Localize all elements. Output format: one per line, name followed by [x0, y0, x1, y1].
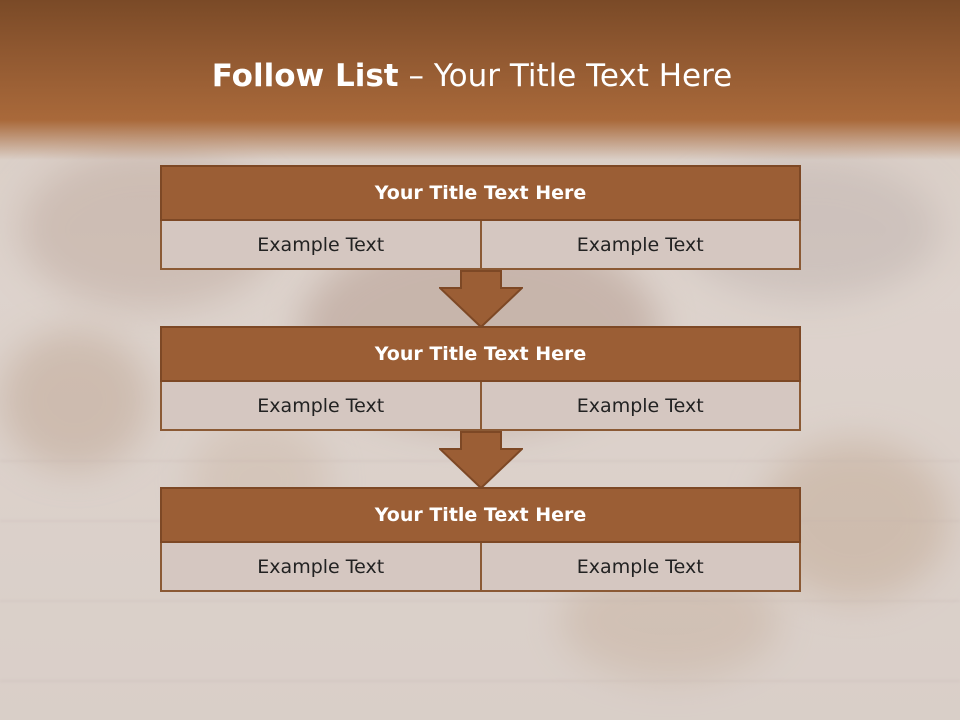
block-row: Example Text Example Text — [160, 221, 801, 270]
block-cell-right: Example Text — [481, 221, 801, 270]
slide-title: Follow List – Your Title Text Here — [0, 56, 944, 96]
block-title: Your Title Text Here — [160, 165, 801, 221]
list-block-1: Your Title Text Here Example Text Exampl… — [160, 165, 801, 270]
block-title: Your Title Text Here — [160, 487, 801, 543]
slide-title-rest: – Your Title Text Here — [398, 58, 733, 94]
block-cell-right: Example Text — [481, 382, 801, 431]
block-row: Example Text Example Text — [160, 543, 801, 592]
block-row: Example Text Example Text — [160, 382, 801, 431]
block-title: Your Title Text Here — [160, 326, 801, 382]
down-arrow-icon — [439, 431, 523, 489]
list-block-3: Your Title Text Here Example Text Exampl… — [160, 487, 801, 592]
block-cell-left: Example Text — [160, 221, 482, 270]
block-cell-right: Example Text — [481, 543, 801, 592]
header-band — [0, 0, 960, 160]
slide-title-bold: Follow List — [211, 58, 399, 94]
block-cell-left: Example Text — [160, 543, 482, 592]
down-arrow-icon — [439, 270, 523, 328]
list-block-2: Your Title Text Here Example Text Exampl… — [160, 326, 801, 431]
block-cell-left: Example Text — [160, 382, 482, 431]
